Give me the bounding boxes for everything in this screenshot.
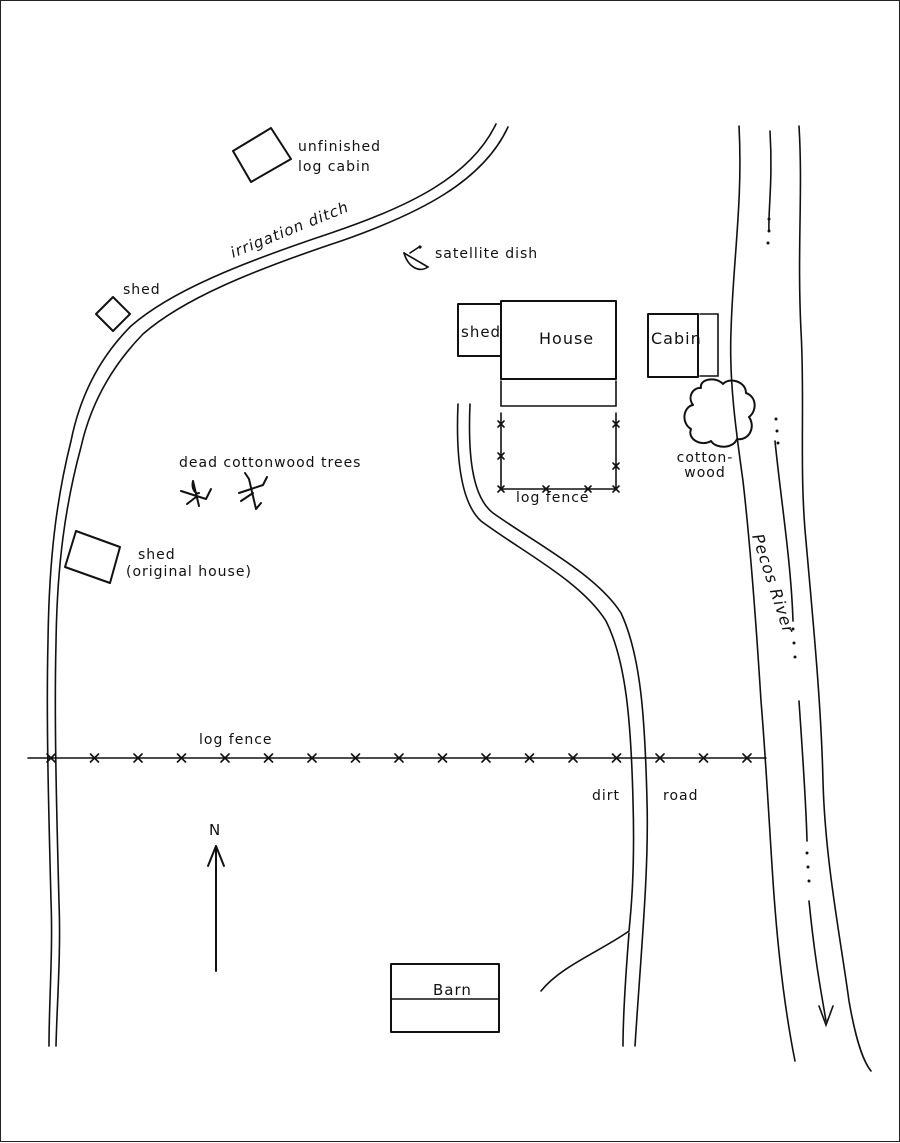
fence-post-mark [220,753,230,763]
yard-log-fence [497,412,620,493]
fence-post-mark [568,753,578,763]
cabin-label: Cabin [651,329,702,348]
fence-post-mark [612,462,620,470]
shed-by-house-label: shed [461,323,502,341]
shed-original-house-label-line-2: (original house) [126,564,252,580]
fence-post-mark [481,753,491,763]
fence-post-mark [497,452,505,460]
unfinished-log-cabin-label-line-1: unfinished [298,139,381,155]
house-porch [500,380,617,407]
fence-post-mark [497,420,505,428]
satellite-dish-icon [403,245,429,271]
yard-log-fence-label: log fence [516,490,590,506]
shed-original-house-label-line-1: shed [138,547,176,563]
unfinished-log-cabin-label: unfinished log cabin [298,137,381,177]
fence-post-mark [394,753,404,763]
unfinished-log-cabin-label-line-2: log cabin [298,159,371,175]
house-label: House [539,329,595,348]
fence-post-mark [698,753,709,763]
fence-post-mark [437,753,448,763]
fence-post-mark [612,420,620,428]
dirt-road-label-1: dirt [592,788,621,804]
barn-structure [390,963,500,1033]
fence-post-mark [263,753,274,763]
irrigation-ditch-label: irrigation ditch [228,198,352,262]
barn-label: Barn [433,981,472,999]
fence-post-mark [89,753,100,763]
cottonwood-label: cotton- wood [669,451,741,481]
north-label: N [209,821,222,839]
fence-post-mark [611,753,622,763]
fence-post-mark [350,753,361,763]
shed-original-house-label: shed (original house) [126,547,252,581]
unfinished-log-cabin-structure [232,127,292,183]
north-arrow-icon [207,845,225,972]
log-fence-label: log fence [199,732,273,748]
shed-north-label: shed [123,282,161,298]
cottonwood-label-line-1: cotton- [676,450,734,466]
fence-post-mark [497,485,505,493]
fence-post-mark [46,753,56,763]
shed-north-structure [95,296,131,332]
fence-post-mark [612,485,620,493]
fence-post-mark [742,753,752,763]
fence-post-mark [133,753,143,763]
dirt-road-label-2: road [663,788,699,804]
cabin-structure [647,313,699,378]
satellite-dish-label: satellite dish [435,246,539,262]
fence-post-mark [176,753,187,763]
dead-cottonwood-trees-label: dead cottonwood trees [179,455,362,471]
cottonwood-tree-icon [683,378,756,448]
dead-cottonwood-tree-icons [180,472,268,510]
house-structure [500,300,617,380]
fence-post-mark [524,753,535,763]
cabin-lean-to [699,313,719,377]
fence-post-mark [307,753,317,763]
log-fence [27,753,767,763]
fence-post-mark [655,753,665,763]
dirt-road [456,403,649,1047]
cottonwood-label-line-2: wood [684,465,726,481]
fence-post-mark [584,485,592,493]
fence-post-mark [542,485,550,493]
irrigation-ditch [46,123,509,1047]
pecos-river [729,125,872,1072]
shed-original-house-structure [64,530,121,584]
